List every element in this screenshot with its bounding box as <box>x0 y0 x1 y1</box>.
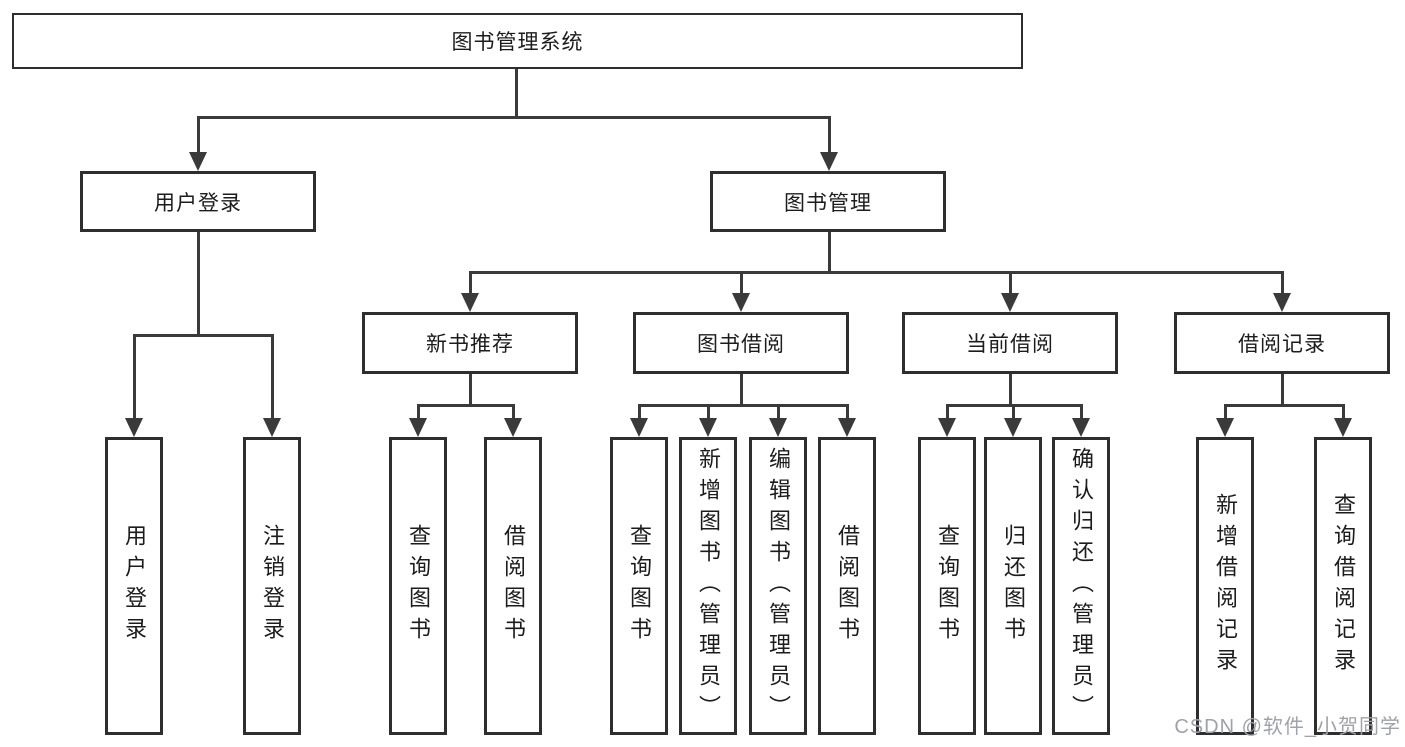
connector-line <box>417 404 420 421</box>
connector-line <box>828 116 831 155</box>
connector-line <box>469 271 1283 274</box>
connector-line <box>469 271 472 295</box>
connector-line <box>1281 374 1284 406</box>
connector-line <box>1012 404 1015 421</box>
connector-line <box>133 334 274 337</box>
connector-line <box>777 404 780 421</box>
connector-line <box>515 68 518 118</box>
leaf-add-book-admin: 新增图书（管理员） <box>679 437 737 735</box>
arrowhead-icon <box>699 418 717 437</box>
leaf-edit-book-admin: 编辑图书（管理员） <box>749 437 807 735</box>
connector-line <box>512 404 515 421</box>
arrowhead-icon <box>504 418 522 437</box>
leaf-confirm-return-admin: 确认归还（管理员） <box>1052 437 1110 735</box>
node-label: 借阅图书 <box>501 524 526 648</box>
connector-line <box>197 232 200 336</box>
connector-line <box>133 334 136 420</box>
arrowhead-icon <box>1273 293 1291 312</box>
leaf-borrow-books: 借阅图书 <box>818 437 876 735</box>
arrowhead-icon <box>1334 418 1352 437</box>
connector-line <box>638 404 849 407</box>
arrowhead-icon <box>189 152 207 171</box>
node-label: 用户登录 <box>122 524 147 648</box>
node-label: 编辑图书（管理员） <box>766 446 791 726</box>
arrowhead-icon <box>263 418 281 437</box>
connector-line <box>1080 404 1083 421</box>
leaf-query-books-recommend: 查询图书 <box>389 437 447 735</box>
connector-line <box>740 374 743 406</box>
node-label: 查询图书 <box>627 524 652 648</box>
node-label: 新增图书（管理员） <box>696 446 721 726</box>
arrowhead-icon <box>1216 418 1234 437</box>
node-label: 用户登录 <box>154 191 242 215</box>
arrowhead-icon <box>732 293 750 312</box>
node-label: 查询图书 <box>935 524 960 648</box>
node-label: 注销登录 <box>260 524 285 648</box>
node-label: 当前借阅 <box>966 333 1054 356</box>
node-label: 图书管理 <box>784 191 872 215</box>
arrowhead-icon <box>125 418 143 437</box>
leaf-user-login: 用户登录 <box>105 437 163 735</box>
connector-line <box>828 232 831 274</box>
leaf-add-borrow-record: 新增借阅记录 <box>1196 437 1254 735</box>
leaf-return-book: 归还图书 <box>984 437 1042 735</box>
connector-line <box>638 404 641 421</box>
arrowhead-icon <box>630 418 648 437</box>
connector-line <box>1224 404 1345 407</box>
arrowhead-icon <box>1072 418 1090 437</box>
node-label: 新书推荐 <box>426 333 514 356</box>
node-current-borrow: 当前借阅 <box>902 312 1118 374</box>
node-label: 查询图书 <box>406 524 431 648</box>
node-label: 借阅记录 <box>1238 333 1326 356</box>
leaf-query-books-borrow: 查询图书 <box>610 437 668 735</box>
node-borrow-records: 借阅记录 <box>1174 312 1390 374</box>
arrowhead-icon <box>769 418 787 437</box>
node-root-system: 图书管理系统 <box>12 13 1023 69</box>
leaf-borrow-books-recommend: 借阅图书 <box>484 437 542 735</box>
connector-line <box>197 116 831 119</box>
connector-line <box>846 404 849 421</box>
arrowhead-icon <box>461 293 479 312</box>
arrowhead-icon <box>1001 293 1019 312</box>
node-book-borrow: 图书借阅 <box>633 312 849 374</box>
connector-line <box>1281 271 1284 295</box>
node-new-book-recommend: 新书推荐 <box>362 312 578 374</box>
leaf-logout: 注销登录 <box>243 437 301 735</box>
node-user-login: 用户登录 <box>80 171 316 232</box>
connector-line <box>707 404 710 421</box>
node-label: 借阅图书 <box>835 524 860 648</box>
leaf-query-borrow-record: 查询借阅记录 <box>1314 437 1372 735</box>
connector-line <box>1224 404 1227 421</box>
connector-line <box>197 116 200 155</box>
node-label: 图书管理系统 <box>451 31 584 54</box>
connector-line <box>1342 404 1345 421</box>
node-label: 查询借阅记录 <box>1331 493 1356 679</box>
node-label: 归还图书 <box>1001 524 1026 648</box>
node-book-management: 图书管理 <box>710 171 946 232</box>
node-label: 确认归还（管理员） <box>1069 446 1094 726</box>
connector-line <box>469 374 472 406</box>
connector-line <box>946 404 949 421</box>
watermark: CSDN @软件_小贺同学 <box>1174 716 1401 738</box>
node-label: 新增借阅记录 <box>1213 493 1238 679</box>
connector-line <box>271 334 274 420</box>
node-label: 图书借阅 <box>697 333 785 356</box>
connector-line <box>1009 374 1012 406</box>
arrowhead-icon <box>409 418 427 437</box>
arrowhead-icon <box>938 418 956 437</box>
arrowhead-icon <box>1004 418 1022 437</box>
leaf-query-books-current: 查询图书 <box>918 437 976 735</box>
arrowhead-icon <box>820 152 838 171</box>
connector-line <box>1009 271 1012 295</box>
connector-line <box>417 404 515 407</box>
arrowhead-icon <box>838 418 856 437</box>
connector-line <box>740 271 743 295</box>
